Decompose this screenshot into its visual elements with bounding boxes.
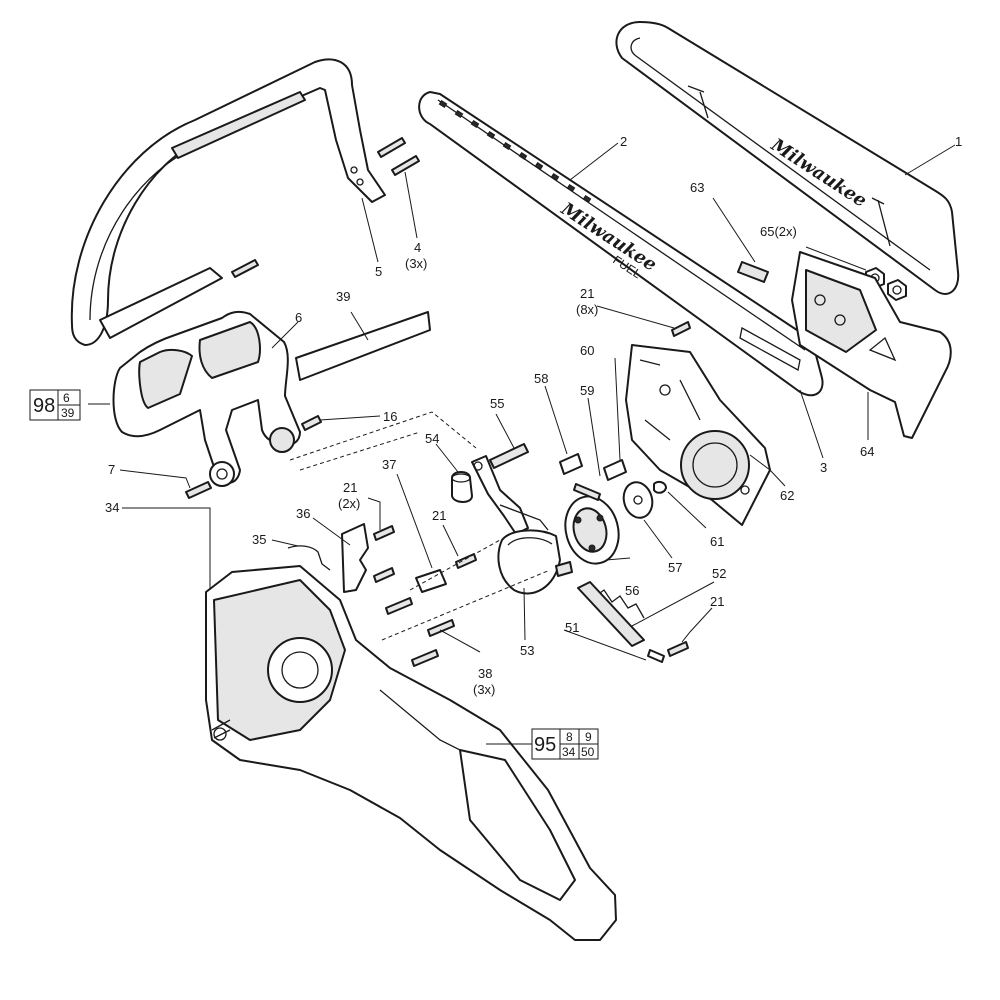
dashed-alignment-lines (289, 411, 551, 641)
part-54-55-spacer-bolt (451, 443, 529, 503)
label-65: 65(2x) (760, 224, 797, 239)
brake-linkage (471, 455, 549, 535)
label-21b-qty: (2x) (338, 496, 360, 511)
label-37: 37 (382, 457, 396, 472)
part-57-61-small-parts (559, 453, 667, 519)
label-21c: 21 (432, 508, 446, 523)
label-64: 64 (860, 444, 874, 459)
label-56: 56 (625, 583, 639, 598)
part-35-37-small-parts (287, 523, 447, 593)
part-6-hand-guard (112, 310, 301, 487)
kit-95-number: 95 (534, 734, 556, 756)
screws (185, 137, 691, 667)
part-1-scabbard: Milwaukee (615, 21, 960, 295)
label-36: 36 (296, 506, 310, 521)
chain-links (438, 99, 592, 204)
part-51-52-spring-pin (577, 581, 665, 663)
label-34: 34 (105, 500, 119, 515)
label-57: 57 (668, 560, 682, 575)
kit-98-part-bottom: 39 (61, 406, 75, 420)
part-34-housing (205, 565, 617, 941)
label-62: 62 (780, 488, 794, 503)
label-21a-qty: (8x) (576, 302, 598, 317)
leader-lines (88, 142, 956, 745)
part-labels: 1 2 3 4 (3x) 5 6 7 16 21 (8x) 21 (2x) 21… (105, 134, 962, 697)
label-59: 59 (580, 383, 594, 398)
label-21d: 21 (710, 594, 724, 609)
label-1: 1 (955, 134, 962, 149)
label-51: 51 (565, 620, 579, 635)
kit-95-part-top-a: 8 (566, 730, 573, 744)
part-39-label (295, 311, 431, 381)
label-38-qty: (3x) (473, 682, 495, 697)
label-5: 5 (375, 264, 382, 279)
kit-95-part-top-b: 9 (585, 730, 592, 744)
label-52: 52 (712, 566, 726, 581)
part-53-brake-band (497, 529, 573, 595)
label-58: 58 (534, 371, 548, 386)
label-35: 35 (252, 532, 266, 547)
label-39: 39 (336, 289, 350, 304)
kit-98-number: 98 (33, 395, 55, 417)
label-38: 38 (478, 666, 492, 681)
part-64-sprocket-cover (791, 251, 952, 439)
label-16: 16 (383, 409, 397, 424)
kit-98-part-top: 6 (63, 391, 70, 405)
label-2: 2 (620, 134, 627, 149)
label-4: 4 (414, 240, 421, 255)
label-55: 55 (490, 396, 504, 411)
kit-box-95: 95 8 9 34 50 (531, 728, 599, 760)
part-63-plate (737, 261, 769, 283)
label-60: 60 (580, 343, 594, 358)
kit-box-98: 98 6 39 (29, 389, 81, 421)
label-61: 61 (710, 534, 724, 549)
label-63: 63 (690, 180, 704, 195)
part-56-clutch-drum (564, 495, 620, 565)
label-3: 3 (820, 460, 827, 475)
part-5-front-handle (70, 58, 386, 346)
part-62-side-plate (625, 344, 771, 526)
label-21a: 21 (580, 286, 594, 301)
label-54: 54 (425, 431, 439, 446)
label-4-qty: (3x) (405, 256, 427, 271)
label-53: 53 (520, 643, 534, 658)
label-7: 7 (108, 462, 115, 477)
label-21b: 21 (343, 480, 357, 495)
label-6: 6 (295, 310, 302, 325)
kit-95-part-bottom-a: 34 (562, 745, 576, 759)
kit-95-part-bottom-b: 50 (581, 745, 595, 759)
